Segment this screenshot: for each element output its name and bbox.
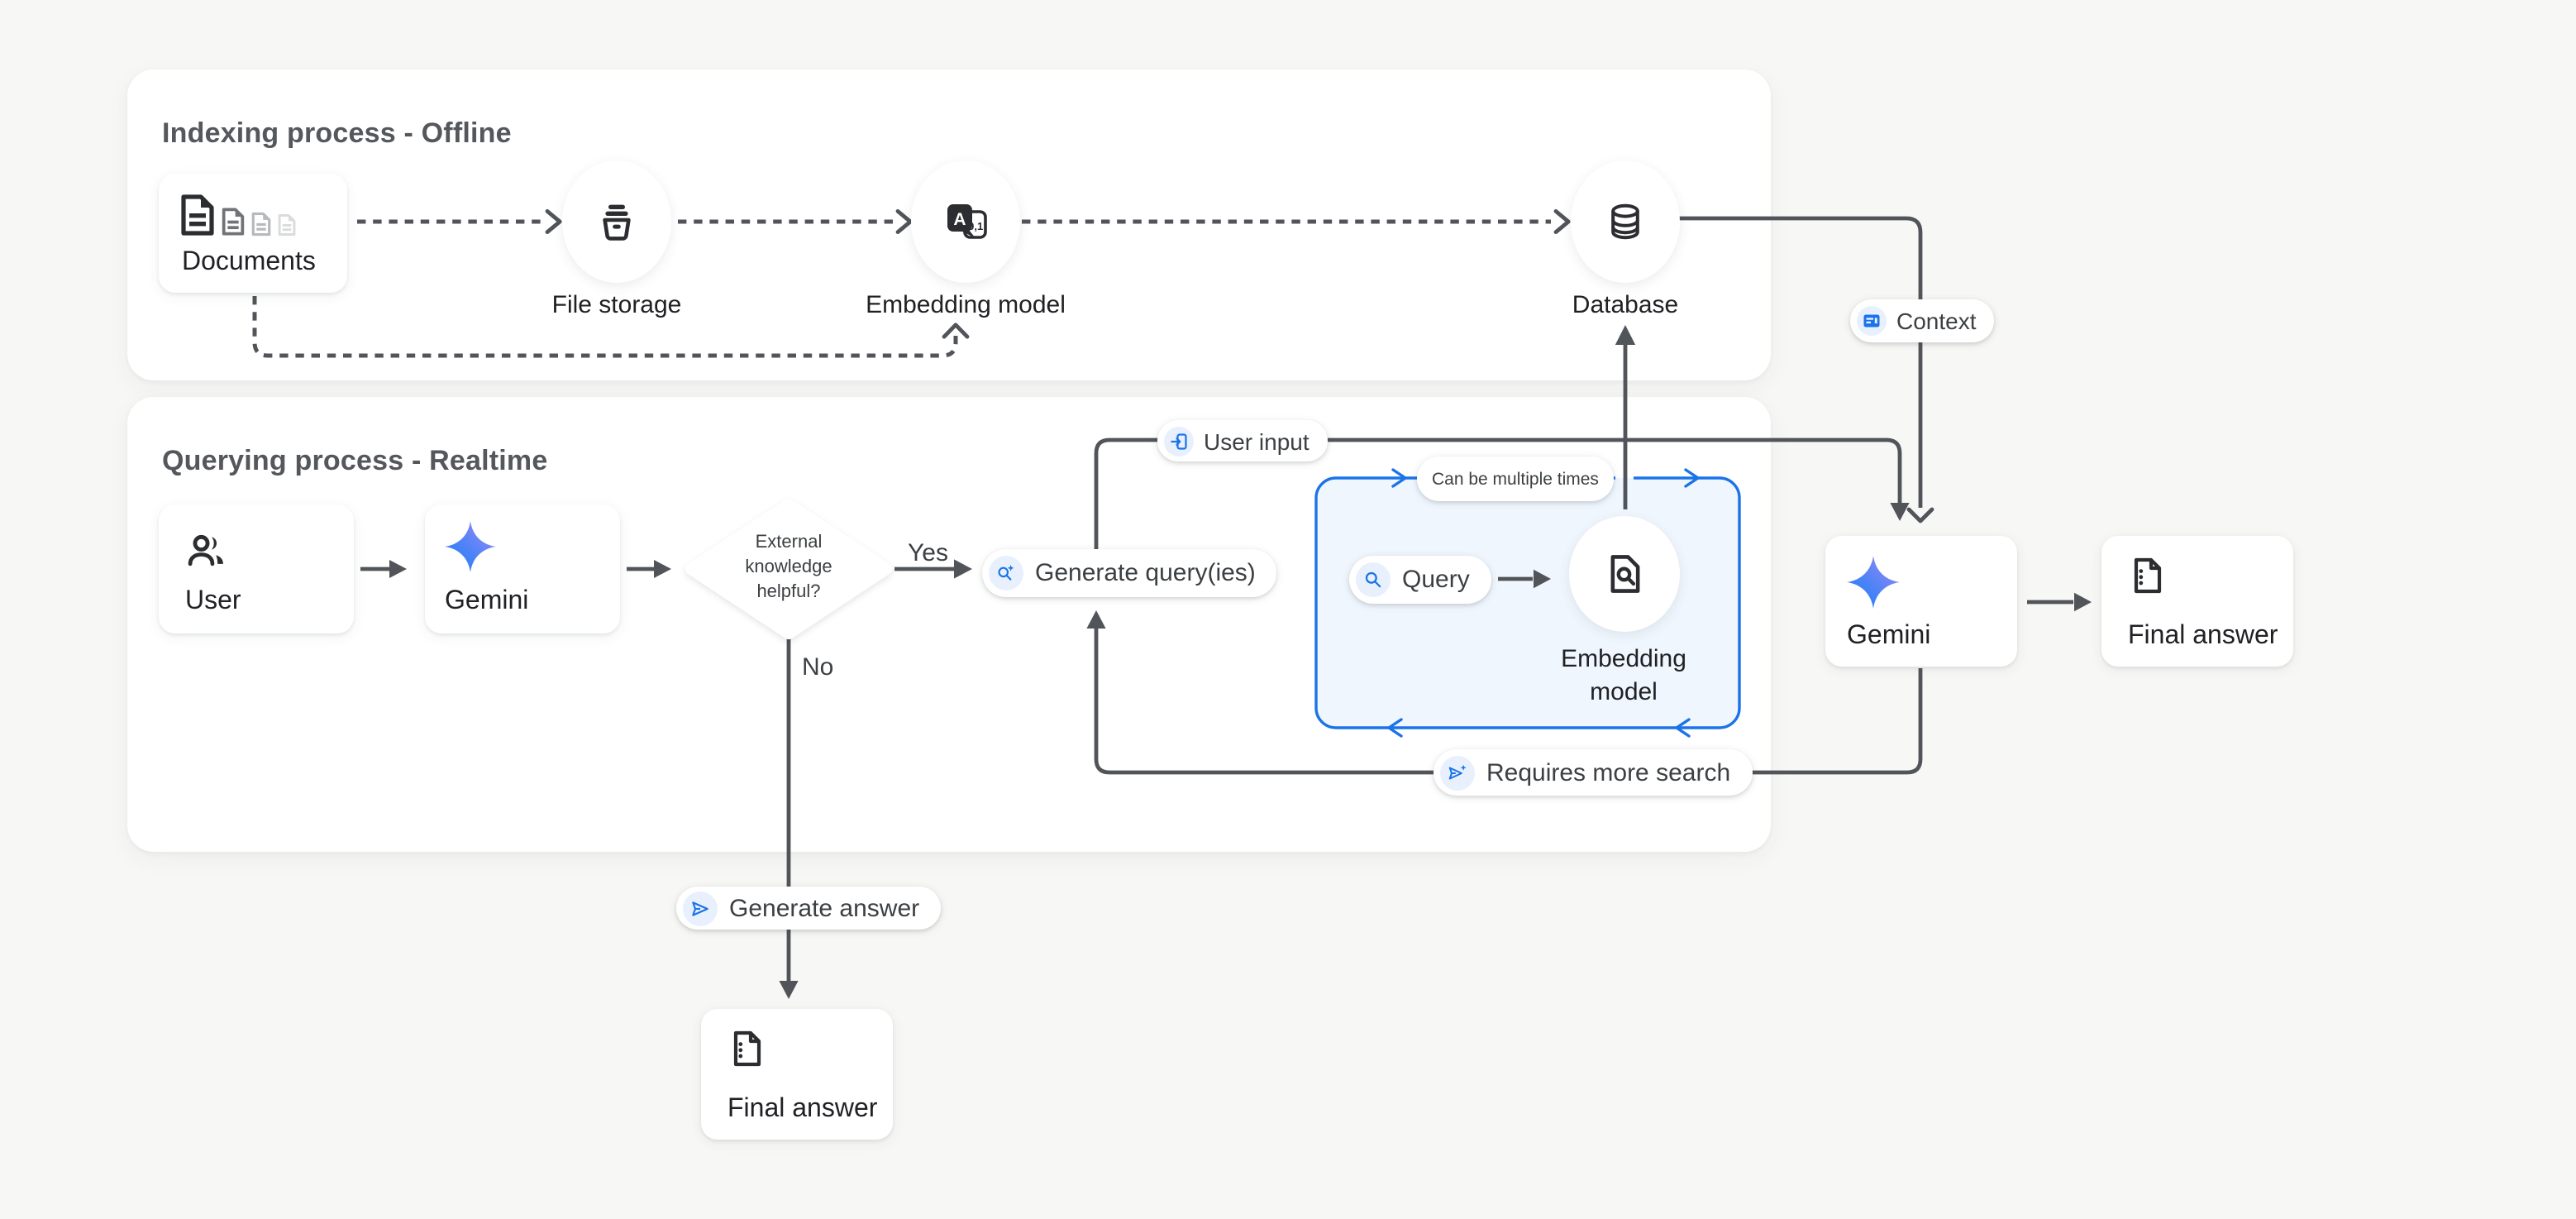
decision-text: External knowledge helpful? <box>745 533 832 602</box>
input-icon <box>1164 426 1194 456</box>
arrowhead <box>389 560 407 578</box>
can-be-multiple-times-label: Can be multiple times <box>1432 469 1599 489</box>
storage-bucket-icon <box>603 204 631 241</box>
loop-arrow-bottom-left-icon <box>1387 718 1403 738</box>
translate-embedding-icon: 0,1A <box>947 204 986 239</box>
document-icon <box>2134 557 2162 594</box>
file-storage-label: File storage <box>551 291 682 319</box>
gemini-answer-card: Gemini <box>1825 536 2017 667</box>
document-search-icon <box>1610 555 1639 593</box>
search-sparkle-icon <box>989 556 1023 590</box>
send-sparkle-icon <box>1440 755 1475 790</box>
generate-answer-pill: Generate answer <box>676 887 942 930</box>
article-icon <box>1857 306 1887 336</box>
context-label: Context <box>1896 308 1977 334</box>
loop-box-border <box>1314 476 1741 729</box>
arrowhead <box>1086 610 1106 629</box>
arrowhead <box>942 323 970 339</box>
gemini-answer-label: Gemini <box>1847 622 1931 650</box>
file-storage-node <box>562 160 671 283</box>
loop-arrow-bottom-right-icon <box>1675 718 1691 738</box>
final-answer-right-label: Final answer <box>2128 622 2278 650</box>
edge-database-context-gemini <box>1677 216 1923 508</box>
database-label: Database <box>1572 291 1679 319</box>
loop-arrow-top-left-icon <box>1391 468 1407 488</box>
generate-answer-label: Generate answer <box>729 894 920 922</box>
context-pill: Context <box>1850 299 1995 342</box>
indexing-panel-title: Indexing process - Offline <box>162 117 512 149</box>
database-node <box>1571 160 1680 283</box>
user-card: User <box>159 504 354 633</box>
can-be-multiple-times-pill: Can be multiple times <box>1417 457 1614 501</box>
final-answer-right-card: Final answer <box>2101 536 2293 667</box>
svg-text:A: A <box>952 210 965 229</box>
arrowhead <box>895 208 913 235</box>
gemini-query-card: Gemini <box>425 504 620 633</box>
arrowhead <box>1534 569 1551 589</box>
gemini-star-icon <box>1847 556 1900 609</box>
final-answer-bottom-card: Final answer <box>701 1009 893 1140</box>
edge-documents-embedding-return <box>252 296 958 358</box>
generate-queries-label: Generate query(ies) <box>1035 559 1256 587</box>
send-icon <box>683 891 718 925</box>
gemini-star-icon <box>445 521 496 572</box>
arrowhead <box>545 208 562 235</box>
arrowhead <box>954 559 972 579</box>
embedding-model-loop-label-1: Embedding <box>1561 645 1686 673</box>
loop-arrow-top-right-icon <box>1684 468 1700 488</box>
yes-label: Yes <box>908 539 948 567</box>
search-icon <box>1356 562 1391 597</box>
user-input-pill: User input <box>1157 420 1328 461</box>
embedding-model-loop-node <box>1569 516 1680 632</box>
edge-userinput-gemini <box>1094 437 1902 549</box>
no-label: No <box>802 653 834 681</box>
user-label: User <box>185 587 241 615</box>
database-icon <box>1611 203 1639 240</box>
documents-label: Documents <box>182 248 316 276</box>
arrowhead <box>1890 503 1910 521</box>
arrowhead <box>2074 592 2092 612</box>
query-pill: Query <box>1349 556 1491 604</box>
gemini-query-label: Gemini <box>445 587 529 615</box>
final-answer-bottom-label: Final answer <box>727 1095 878 1123</box>
documents-icon <box>180 192 296 237</box>
requires-more-search-label: Requires more search <box>1486 758 1731 786</box>
query-label: Query <box>1402 566 1470 594</box>
generate-queries-pill: Generate query(ies) <box>982 549 1277 597</box>
embedding-model-loop-label-2: model <box>1590 678 1658 706</box>
user-input-label: User input <box>1204 428 1309 454</box>
document-icon <box>733 1030 761 1067</box>
users-icon <box>188 534 223 566</box>
embedding-model-offline-label: Embedding model <box>866 291 1066 319</box>
arrowhead <box>1906 507 1934 523</box>
documents-card: Documents <box>159 174 347 293</box>
arrowhead <box>1553 208 1571 235</box>
requires-more-search-pill: Requires more search <box>1433 749 1753 796</box>
arrowhead <box>779 981 799 999</box>
decision-diamond <box>685 499 892 639</box>
arrowhead <box>654 560 671 578</box>
arrowhead <box>1615 325 1636 345</box>
querying-panel-title: Querying process - Realtime <box>162 445 548 476</box>
